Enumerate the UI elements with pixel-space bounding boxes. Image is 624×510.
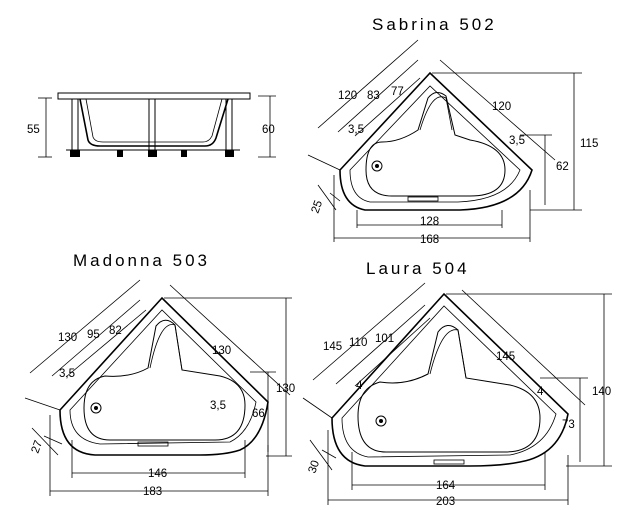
laura-dim-4-right: 4	[537, 386, 544, 398]
madonna-dim-130-right: 130	[212, 345, 231, 357]
madonna-dim-146: 146	[148, 468, 167, 480]
sabrina-dim-3-5-left: 3,5	[348, 124, 364, 136]
laura-dim-73: 73	[562, 419, 575, 431]
sabrina-dim-25: 25	[310, 199, 326, 215]
laura-dim-110: 110	[349, 337, 367, 349]
laura-dim-101: 101	[375, 333, 394, 345]
sabrina-title: Sabrina 502	[372, 15, 497, 34]
madonna-drawing	[24, 279, 292, 496]
laura-drawing	[302, 282, 612, 505]
madonna-dim-183: 183	[143, 486, 162, 498]
laura-dimension-labels: 145 110 101 145 4 4 140 73 30 164 203	[307, 333, 612, 508]
madonna-dim-130-side: 130	[276, 383, 295, 395]
madonna-dim-130-left: 130	[58, 332, 77, 344]
madonna-dim-95: 95	[87, 329, 100, 341]
madonna-dim-3-5-right: 3,5	[210, 400, 226, 412]
madonna-dim-3-5-left: 3,5	[59, 368, 75, 380]
sabrina-dim-77: 77	[391, 86, 404, 98]
sabrina-dim-128: 128	[420, 216, 439, 228]
sabrina-dim-3-5-right: 3,5	[509, 135, 525, 147]
laura-dim-203: 203	[436, 496, 455, 508]
side-dim-55: 55	[27, 124, 40, 136]
sabrina-dim-83: 83	[367, 90, 380, 102]
side-dim-60: 60	[262, 124, 275, 136]
madonna-dim-27: 27	[30, 439, 46, 455]
sabrina-dimension-labels: 120 83 77 120 3,5 3,5 62 115 25 128 168	[310, 86, 599, 246]
laura-dim-145-right: 145	[496, 351, 515, 363]
laura-title: Laura 504	[366, 259, 470, 278]
sabrina-dim-115: 115	[580, 138, 598, 150]
sabrina-dim-120-right: 120	[492, 101, 511, 113]
sabrina-dim-62: 62	[556, 161, 569, 173]
sabrina-drawing	[307, 39, 582, 242]
madonna-dim-82: 82	[109, 325, 122, 337]
laura-dim-145-left: 145	[323, 341, 342, 353]
laura-dim-4-left: 4	[356, 380, 363, 392]
laura-dim-30: 30	[307, 459, 323, 475]
sabrina-dim-168: 168	[420, 234, 439, 246]
side-view-drawing: 55 60	[27, 92, 276, 158]
laura-dim-164: 164	[436, 480, 456, 492]
madonna-title: Madonna 503	[73, 251, 210, 270]
madonna-dimension-labels: 130 95 82 130 3,5 3,5 130 66 27 146 183	[30, 325, 296, 498]
madonna-dim-66: 66	[252, 408, 265, 420]
sabrina-dim-120-left: 120	[338, 90, 357, 102]
laura-dim-140: 140	[592, 386, 611, 398]
